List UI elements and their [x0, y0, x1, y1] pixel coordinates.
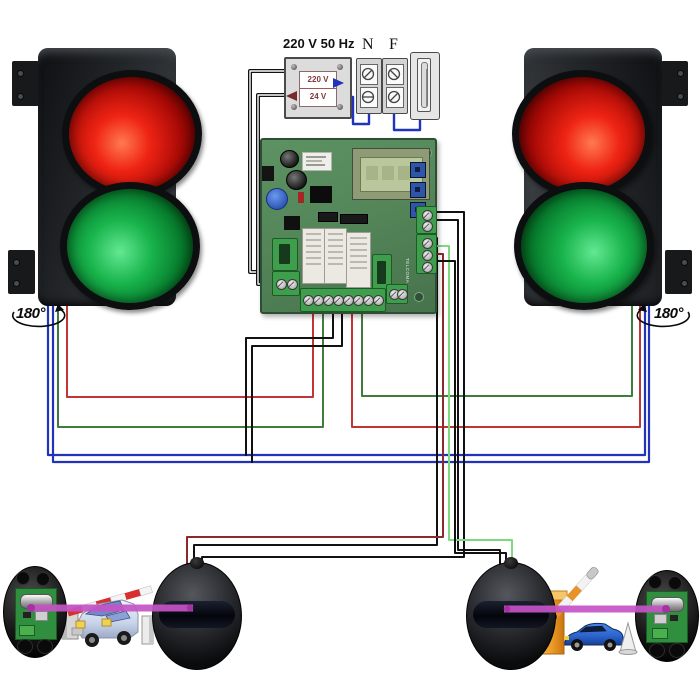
- terminal-strip-bottom: [300, 288, 386, 312]
- terminal-2pin-right: [416, 206, 437, 234]
- ic-chip: [340, 214, 368, 224]
- terminal-2pin-left: [272, 271, 300, 296]
- power-label: 220 V 50 Hz: [283, 36, 355, 51]
- green-lamp-right: [514, 182, 654, 310]
- photocell-open-left: [3, 566, 67, 658]
- transformer: 220 V 24 V: [284, 57, 352, 119]
- traffic-cone: [618, 621, 638, 655]
- ic-chip: [318, 212, 338, 222]
- photocell-knob: [504, 557, 518, 569]
- photocell-knob: [190, 557, 204, 569]
- wall-bracket: [8, 250, 35, 294]
- rotation-label-left: 180°: [16, 305, 46, 322]
- screw-icon: [337, 104, 343, 110]
- transformer-ratings: 220 V 24 V: [299, 71, 337, 107]
- photocell-lens: [159, 601, 235, 628]
- terminal-f-label: F: [389, 36, 398, 53]
- wall-bracket: [12, 61, 39, 106]
- relay: [346, 232, 371, 288]
- control-board: TELCOMA: [260, 138, 437, 314]
- capacitor: [280, 150, 299, 168]
- photocell-closed-left: [152, 557, 242, 670]
- component: [284, 216, 300, 230]
- electrolytic-capacitor: [266, 188, 288, 210]
- primary-voltage: 220 V: [300, 72, 336, 89]
- screw-icon: [337, 64, 343, 70]
- rotation-label-right: 180°: [654, 305, 684, 322]
- fuse-holder-left: [272, 238, 298, 271]
- secondary-voltage: 24 V: [309, 92, 327, 101]
- red-lamp-right: [512, 70, 652, 198]
- photocell-pcb: [646, 591, 688, 643]
- wall-bracket: [661, 61, 688, 106]
- resistor: [298, 192, 304, 203]
- photocell-open-right: [635, 570, 699, 662]
- transistor: [262, 166, 274, 181]
- wire-black-loops: [245, 300, 343, 463]
- green-lamp-left: [60, 182, 200, 310]
- capacitor: [286, 170, 307, 190]
- fuse-holder: [410, 52, 440, 120]
- screw-icon: [291, 64, 297, 70]
- program-button: [410, 162, 426, 178]
- photocell-pcb: [15, 588, 57, 640]
- program-button: [410, 182, 426, 198]
- wire-green-lamps: [57, 300, 633, 428]
- wall-bracket: [665, 250, 692, 294]
- wire-red-lamps: [66, 300, 641, 428]
- wire-blue-common: [46, 300, 651, 464]
- photocell-closed-right: [466, 557, 556, 670]
- mounting-hole: [414, 292, 424, 302]
- terminal-n-label: N: [362, 36, 374, 53]
- relay: [324, 228, 347, 284]
- car-right: [564, 622, 624, 651]
- pin-header: [310, 186, 332, 203]
- board-label: [302, 152, 332, 171]
- terminal-2pin-bottom: [386, 284, 408, 304]
- photocell-lens: [473, 601, 549, 628]
- terminal-3pin-right: [416, 234, 437, 274]
- screw-icon: [291, 104, 297, 110]
